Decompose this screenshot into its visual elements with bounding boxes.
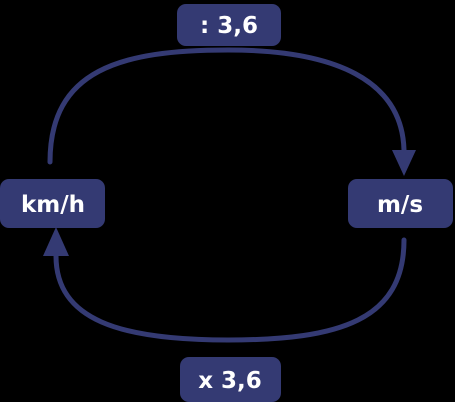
- top-arc: [47, 47, 407, 165]
- node-left-label: km/h: [21, 192, 85, 218]
- arrow-up-icon: [43, 227, 69, 256]
- node-left-box: km/h: [0, 179, 105, 228]
- arrow-down-icon: [392, 150, 416, 176]
- operation-top-box: : 3,6: [177, 4, 281, 46]
- bottom-arc: [53, 237, 407, 343]
- node-right-label: m/s: [377, 192, 423, 218]
- operation-bottom-box: x 3,6: [180, 357, 281, 402]
- operation-bottom-label: x 3,6: [198, 368, 262, 394]
- node-right-box: m/s: [348, 179, 453, 228]
- operation-top-label: : 3,6: [200, 13, 258, 39]
